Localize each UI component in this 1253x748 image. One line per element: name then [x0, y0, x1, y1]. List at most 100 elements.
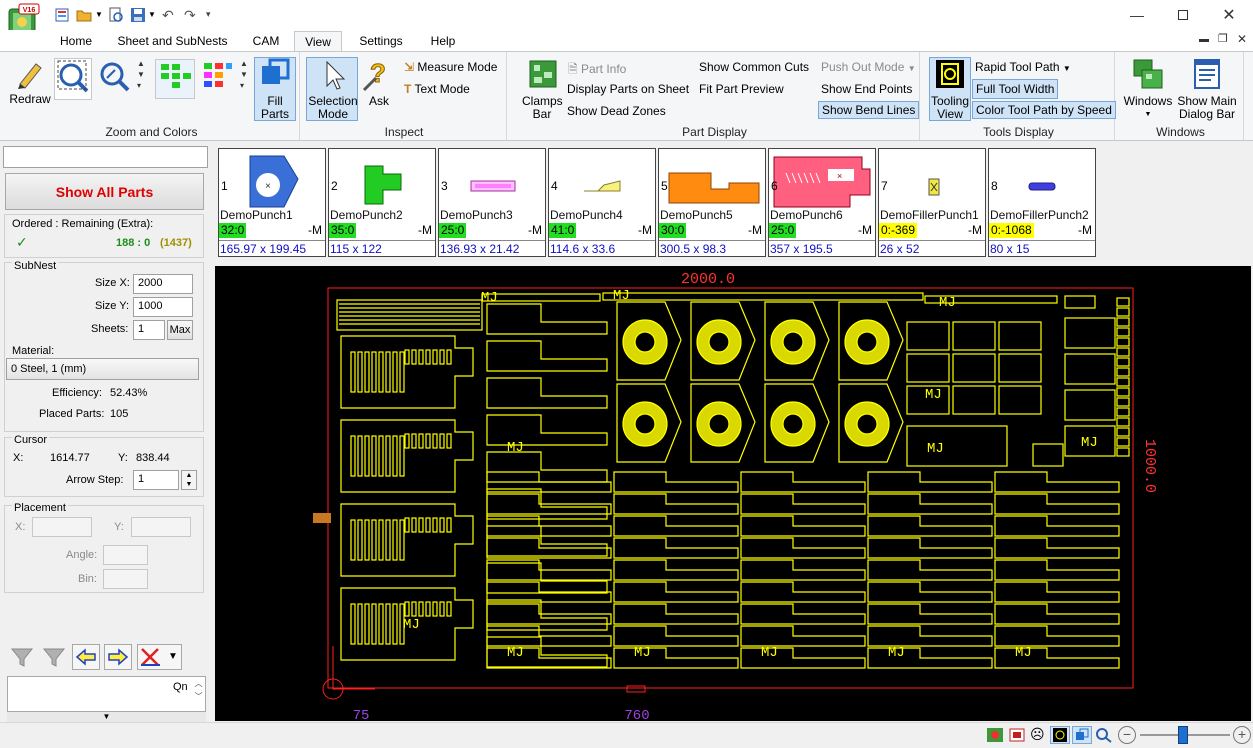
size-x-input[interactable]: 2000 [133, 274, 193, 294]
part-card-7[interactable]: 7 DemoFillerPunch1 0:-369 -M 26 x 52 [878, 148, 986, 257]
arrow-step-spinner[interactable]: ▲▼ [181, 470, 197, 490]
show-bend-lines-button[interactable]: Show Bend Lines [818, 101, 920, 119]
part-unit: -M [638, 223, 652, 237]
mdi-restore-icon[interactable]: ❐ [1218, 33, 1228, 45]
slot [418, 601, 424, 617]
clamps-bar-button[interactable]: Clamps Bar [522, 58, 564, 122]
smiley-icon[interactable]: ☹ [1030, 726, 1045, 742]
delete-part-button[interactable]: ▼ [137, 644, 182, 670]
place-y-input[interactable] [131, 517, 191, 537]
mdi-minimize-icon[interactable]: ▬ [1199, 34, 1209, 45]
print-preview-icon[interactable] [108, 7, 124, 23]
sheets-input[interactable]: 1 [133, 320, 165, 340]
tab-cam[interactable]: CAM [252, 34, 280, 48]
color-scroll-arrows[interactable]: ▲▼▾ [240, 59, 248, 90]
move-part-up-button[interactable] [8, 644, 36, 670]
show-end-points-button[interactable]: Show End Points [821, 82, 913, 96]
part-card-5[interactable]: 5 DemoPunch5 30:0 -M 300.5 x 98.3 [658, 148, 766, 257]
group-label: Windows [1156, 125, 1205, 139]
move-part-down-button[interactable] [40, 644, 68, 670]
shift-left-button[interactable] [72, 644, 100, 670]
zoom-in-button[interactable]: + [1233, 726, 1251, 744]
minimize-button[interactable]: — [1114, 0, 1160, 30]
show-common-cuts-button[interactable]: Show Common Cuts [699, 60, 810, 74]
show-dead-zones-button[interactable]: Show Dead Zones [567, 104, 666, 118]
new-icon[interactable] [54, 7, 70, 23]
fill-parts-button[interactable]: Fill Parts [254, 57, 296, 121]
part-info-button[interactable]: 🗎 Part Info [568, 60, 626, 81]
part-card-1[interactable]: × 1 DemoPunch1 32:0 -M 165.97 x 199.45 [218, 148, 326, 257]
color-scheme-green-button[interactable] [155, 59, 195, 99]
redo-icon[interactable]: ↷ [184, 7, 196, 23]
full-tool-width-button[interactable]: Full Tool Width [972, 79, 1059, 99]
status-tool-1-icon[interactable] [986, 727, 1004, 743]
tab-view[interactable]: View [294, 31, 342, 52]
max-sheets-button[interactable]: Max [167, 320, 193, 340]
status-tooling-icon[interactable] [1050, 726, 1070, 744]
filter-input[interactable] [3, 146, 208, 168]
chevron-down-icon[interactable]: ▼ [95, 10, 103, 19]
zoom-window-button[interactable] [54, 58, 92, 100]
tooling-view-button[interactable]: Tooling View [929, 57, 971, 121]
filler-part [1032, 443, 1064, 467]
show-all-parts-button[interactable]: Show All Parts [5, 173, 204, 210]
app-logo-icon[interactable]: V16 [5, 3, 41, 41]
ask-button[interactable]: ? Ask [361, 58, 397, 108]
angle-input[interactable] [103, 545, 148, 565]
arrow-step-input[interactable]: 1 [133, 470, 179, 490]
zoom-scroll-arrows[interactable]: ▲▼▾ [137, 59, 145, 90]
bin-input[interactable] [103, 569, 148, 589]
zoom-extents-button[interactable] [95, 58, 133, 100]
tab-sheet-and-subnests[interactable]: Sheet and SubNests [117, 34, 228, 48]
close-button[interactable]: ✕ [1206, 0, 1252, 30]
push-out-mode-button[interactable]: Push Out Mode ▼ [821, 60, 916, 74]
material-button[interactable]: 0 Steel, 1 (mm) [6, 358, 199, 380]
text-mode-button[interactable]: T Text Mode [404, 82, 470, 96]
demopunch1 [764, 383, 830, 463]
tab-settings[interactable]: Settings [359, 34, 403, 48]
mdi-close-icon[interactable]: ✕ [1237, 32, 1248, 46]
display-parts-on-sheet-button[interactable]: Display Parts on Sheet [567, 82, 690, 96]
measure-mode-button[interactable]: ⇲ Measure Mode [404, 60, 497, 74]
list-scroll-arrows[interactable]: ︿﹀ [194, 679, 203, 701]
punch-hole [634, 413, 656, 435]
parts-list[interactable]: Qn ︿﹀ [7, 676, 206, 712]
open-icon[interactable] [76, 7, 92, 23]
place-x-input[interactable] [32, 517, 92, 537]
tab-help[interactable]: Help [430, 34, 456, 48]
tab-home[interactable]: Home [59, 34, 92, 48]
part-card-8[interactable]: 8 DemoFillerPunch2 0:-1068 -M 80 x 15 [988, 148, 1096, 257]
filler-part [1116, 427, 1130, 437]
windows-button[interactable]: Windows ▼ [1122, 58, 1174, 122]
selection-mode-button[interactable]: Selection Mode [306, 57, 358, 121]
undo-icon[interactable]: ↶ [162, 7, 174, 23]
rapid-tool-path-button[interactable]: Rapid Tool Path ▼ [975, 60, 1071, 74]
part-name: DemoPunch3 [440, 208, 513, 222]
color-scheme-multi-button[interactable] [198, 59, 238, 99]
slot [432, 517, 438, 533]
status-tool-2-icon[interactable] [1008, 727, 1026, 743]
zoom-out-button[interactable]: − [1118, 726, 1136, 744]
part-card-6[interactable]: × 6 DemoPunch6 25:0 -M 357 x 195.5 [768, 148, 876, 257]
zoom-slider-thumb[interactable] [1178, 726, 1188, 744]
redraw-button[interactable]: Redraw [8, 58, 52, 108]
part-number: 7 [881, 179, 888, 193]
show-main-dialog-bar-button[interactable]: Show Main Dialog Bar [1176, 58, 1238, 122]
color-tool-path-by-speed-button[interactable]: Color Tool Path by Speed [972, 101, 1116, 119]
chevron-down-icon[interactable]: ▼ [148, 10, 156, 19]
tooling-view-icon [936, 60, 964, 88]
status-zoom-icon[interactable] [1095, 727, 1113, 743]
fit-part-preview-button[interactable]: Fit Part Preview [699, 82, 784, 96]
slot [357, 603, 363, 645]
status-fill-icon[interactable] [1072, 726, 1092, 744]
part-card-3[interactable]: 3 DemoPunch3 25:0 -M 136.93 x 21.42 [438, 148, 546, 257]
size-y-input[interactable]: 1000 [133, 297, 193, 317]
shift-right-button[interactable] [104, 644, 132, 670]
maximize-button[interactable] [1160, 0, 1206, 30]
panel-expand-toggle[interactable]: ▼ [7, 712, 206, 722]
customize-qat-icon[interactable]: ▾ [206, 9, 211, 19]
part-card-2[interactable]: 2 DemoPunch2 35:0 -M 115 x 122 [328, 148, 436, 257]
save-icon[interactable] [130, 7, 146, 23]
part-card-4[interactable]: 4 DemoPunch4 41:0 -M 114.6 x 33.6 [548, 148, 656, 257]
